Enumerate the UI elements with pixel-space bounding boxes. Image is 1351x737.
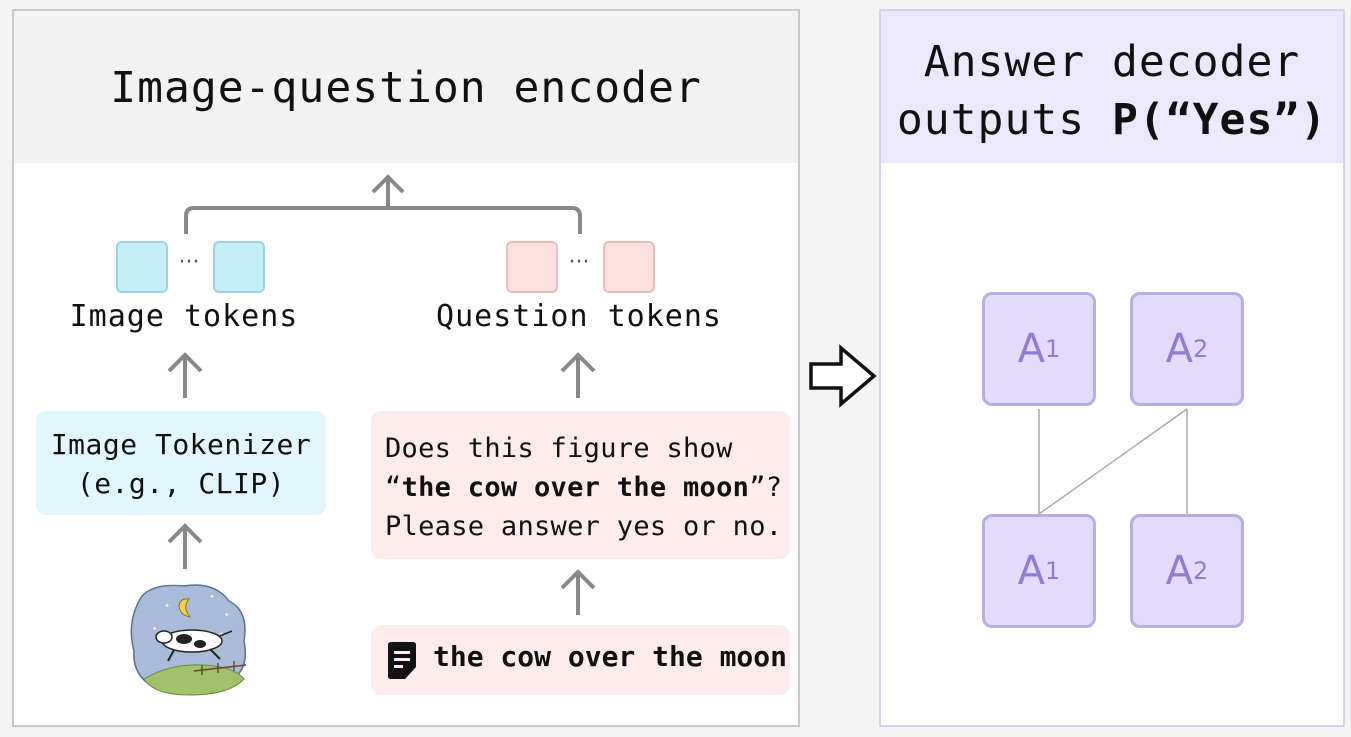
node-letter: A	[1017, 548, 1046, 594]
up-arrow-icon	[167, 523, 203, 544]
merge-bracket	[184, 206, 582, 234]
image-token-square	[213, 241, 265, 293]
image-token-ellipsis: ···	[179, 250, 200, 275]
question-caption-bold: the cow over the moon	[401, 472, 750, 503]
svg-text:✦: ✦	[209, 591, 215, 602]
node-subscript: 2	[1193, 557, 1209, 585]
question-token-square	[506, 241, 558, 293]
up-arrow-icon	[560, 569, 596, 590]
up-arrow-icon	[560, 352, 596, 373]
svg-text:✦: ✦	[219, 629, 224, 638]
document-icon	[388, 642, 416, 679]
node-letter: A	[1165, 548, 1194, 594]
close-quote: ”?	[749, 472, 783, 503]
svg-text:✦: ✦	[224, 610, 230, 620]
encoder-panel: Image-question encoder ··· ··· ✦	[12, 9, 800, 727]
cow-moon-illustration: ✦ ✦ ✦ ✦ ✦	[130, 584, 247, 696]
tokenizer-line-1: Image Tokenizer	[50, 428, 312, 461]
question-line-1: Does this figure show	[385, 433, 733, 464]
svg-text:✦: ✦	[152, 624, 158, 634]
decoder-edges	[1038, 408, 1188, 515]
edge	[1038, 408, 1188, 515]
image-tokens-label: Image tokens	[69, 299, 299, 334]
decoder-header	[881, 11, 1343, 163]
svg-text:✦: ✦	[164, 600, 170, 611]
question-token-square	[603, 241, 655, 293]
question-prompt-box: Does this figure show “the cow over the …	[371, 411, 790, 559]
node-subscript: 1	[1045, 557, 1061, 585]
image-token-square	[116, 241, 168, 293]
node-subscript: 1	[1045, 335, 1061, 363]
decoder-title-bold: P(“Yes”)	[1112, 95, 1328, 145]
caption-box: the cow over the moon	[371, 625, 790, 695]
node-letter: A	[1165, 326, 1194, 372]
question-prompt-text: Does this figure show “the cow over the …	[385, 429, 785, 546]
open-quote: “	[385, 472, 402, 503]
caption-text: the cow over the moon	[433, 640, 788, 673]
merge-up-arrow-head	[371, 174, 405, 194]
decoder-title-line-2: outputs P(“Yes”)	[881, 95, 1343, 145]
node-letter: A	[1017, 326, 1046, 372]
tokenizer-line-2: (e.g., CLIP)	[76, 467, 286, 500]
decoder-title-line-1: Answer decoder	[923, 37, 1301, 87]
question-tokens-label: Question tokens	[436, 299, 722, 334]
encoder-title: Image-question encoder	[110, 63, 702, 113]
up-arrow-icon	[167, 352, 203, 373]
image-tokenizer-box: Image Tokenizer (e.g., CLIP)	[36, 411, 326, 515]
node-subscript: 2	[1193, 335, 1209, 363]
question-line-3: Please answer yes or no.	[385, 511, 783, 542]
right-arrow-icon	[809, 344, 877, 408]
decoder-title-plain: outputs	[896, 95, 1112, 145]
image-tokenizer-text: Image Tokenizer (e.g., CLIP)	[36, 425, 326, 503]
encoder-header	[14, 11, 798, 163]
question-line-2: “the cow over the moon”?	[385, 468, 785, 507]
encoder-connectors: ··· ··· ✦ ✦ ✦ ✦ ✦	[116, 174, 655, 696]
question-token-ellipsis: ···	[569, 250, 590, 275]
